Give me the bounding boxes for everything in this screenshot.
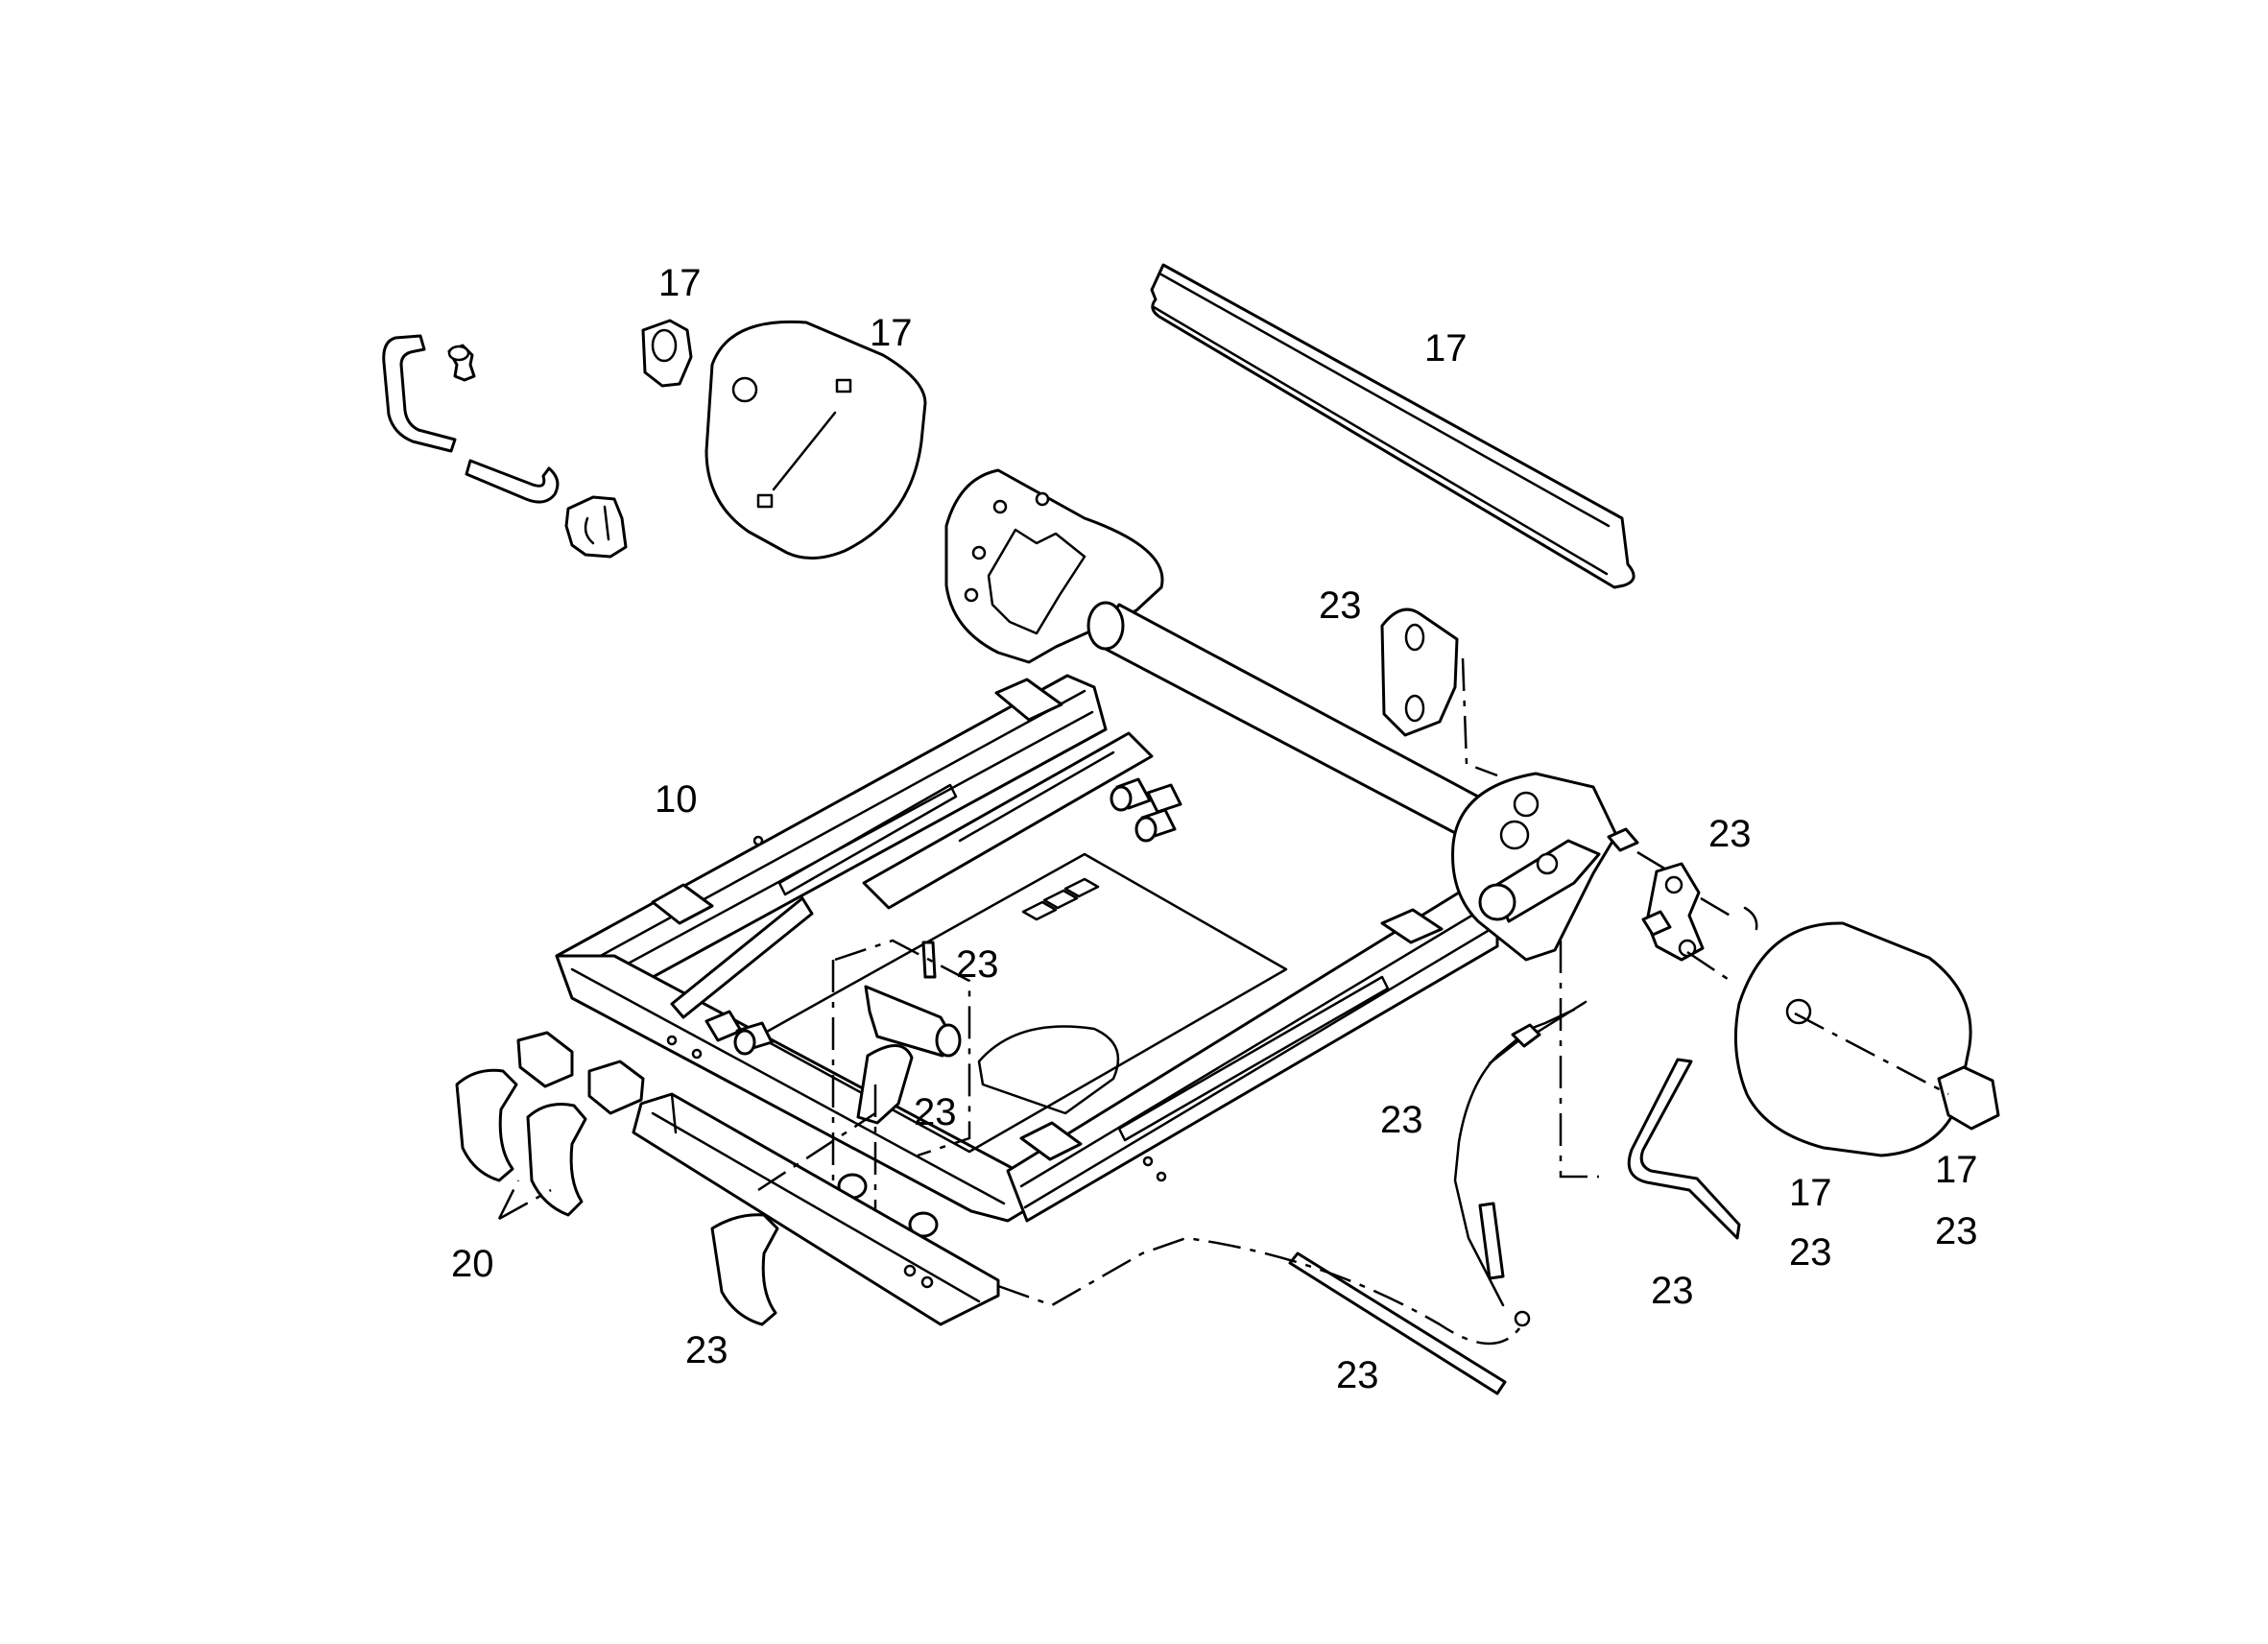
callout-labels: 17 17 17 23 10 23 23 23 23 17 17 23 23 2… [451,262,1978,1396]
bushing-part [641,319,693,388]
assembly-lines [497,657,1949,1346]
callout-23-long-rod: 23 [1336,1354,1379,1396]
bent-rod-part [382,334,560,504]
callout-23-recliner-link: 23 [1708,813,1752,855]
recliner-link-part [1641,862,1758,962]
side-cover-right-part [1733,921,1972,1157]
recliner-bracket-plate-part [1380,608,1459,737]
backrest-trim-bar-part [1150,263,1635,589]
callout-17-trim-bar: 17 [1424,327,1468,369]
callout-10-seat-frame: 10 [655,778,698,821]
seat-frame-part [555,674,1499,1223]
rail-end-pad-part [710,1213,779,1326]
callout-23-cap: 23 [1935,1210,1978,1252]
lever-assembly-part [837,941,962,1238]
callout-23-rail-pad: 23 [685,1329,728,1371]
callout-23-bent-tube: 23 [1651,1270,1694,1312]
frame-bolt-part [704,777,1182,1056]
callout-17-right-cover: 17 [1789,1172,1832,1214]
long-rod-part [1288,1251,1507,1395]
foot-pad-part [455,1031,645,1217]
clip-part [564,495,628,559]
plug-part [447,344,476,382]
callout-23-lever: 23 [914,1091,957,1133]
callout-23-cable: 23 [1380,1099,1423,1141]
release-cable-part [1453,1000,1588,1327]
callout-17-bushing: 17 [658,262,702,304]
callout-23-pin: 23 [956,943,999,986]
callout-23-right-cover: 23 [1789,1231,1832,1274]
lower-rail-part [632,1092,1000,1326]
slide-arm-part [670,731,1154,1019]
side-cover-left-part [704,320,927,560]
cover-cap-part [1937,1065,2000,1131]
bent-tube-part [1627,1058,1741,1240]
callout-20-foot-pad: 20 [451,1243,494,1285]
callout-23-bracket-plate: 23 [1319,584,1362,627]
recliner-mechanism-part [1451,772,1639,962]
callout-17-cap: 17 [1935,1149,1978,1191]
callout-17-left-cover: 17 [870,312,913,354]
